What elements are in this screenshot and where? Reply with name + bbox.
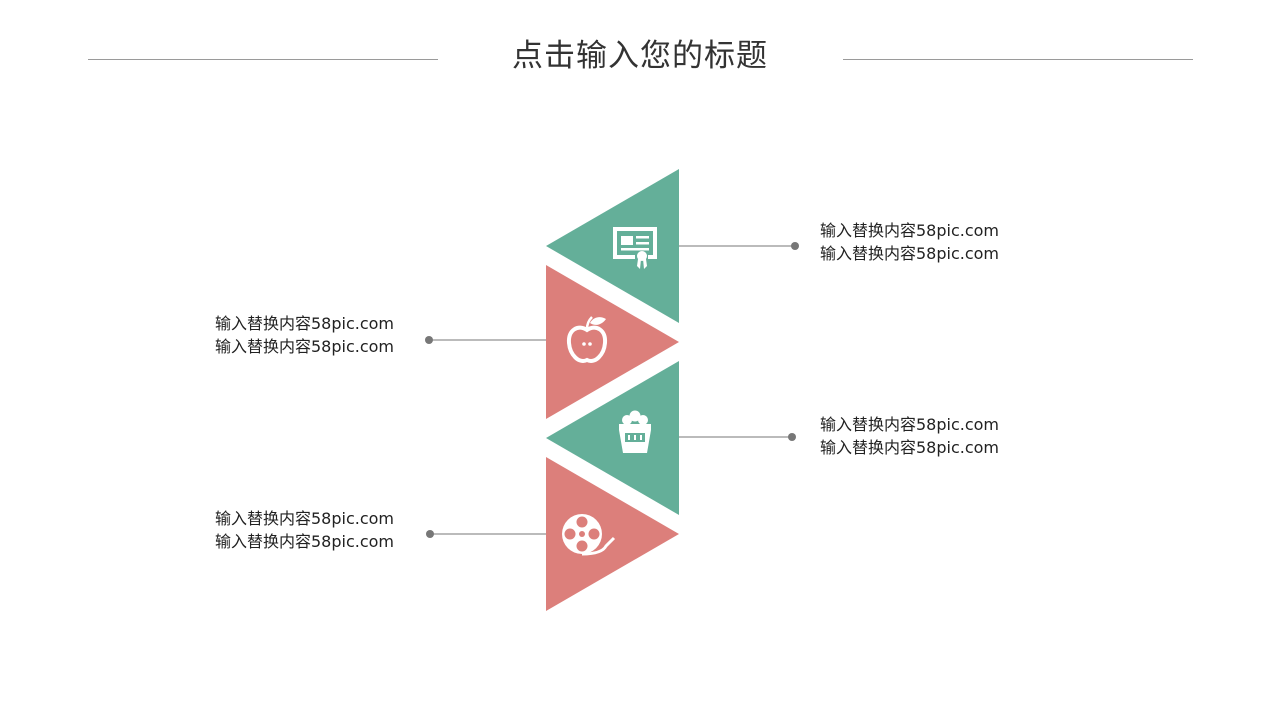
step-1-line-1: 输入替换内容58pic.com (820, 221, 1000, 240)
step-3-triangle (546, 361, 679, 515)
step-2-connector-dot (425, 336, 433, 344)
step-3-text: 输入替换内容58pic.com 输入替换内容58pic.com (820, 413, 999, 459)
step-2-text: 输入替换内容58pic.com 输入替换内容58pic.com (215, 312, 394, 358)
step-3-line-1: 输入替换内容58pic.com (820, 415, 1000, 434)
step-1 (546, 169, 799, 323)
film-reel-icon (562, 514, 616, 556)
step-2-triangle (546, 265, 679, 419)
popcorn-icon (619, 410, 651, 453)
step-1-text: 输入替换内容58pic.com 输入替换内容58pic.com (820, 219, 999, 265)
step-3-line-2: 输入替换内容58pic.com (820, 438, 1000, 457)
step-1-triangle (546, 169, 679, 323)
step-4-text: 输入替换内容58pic.com 输入替换内容58pic.com (215, 507, 394, 553)
page-title: 点击输入您的标题 (512, 38, 768, 74)
step-2-line-2: 输入替换内容58pic.com (215, 337, 395, 356)
step-4-triangle (546, 457, 679, 611)
step-1-connector-dot (791, 242, 799, 250)
apple-icon (566, 316, 608, 363)
step-1-line-2: 输入替换内容58pic.com (820, 244, 1000, 263)
title-rule-left (88, 59, 438, 60)
step-3-connector-dot (788, 433, 796, 441)
step-4 (426, 457, 679, 611)
title-rule-right (843, 59, 1193, 60)
step-4-line-2: 输入替换内容58pic.com (215, 532, 395, 551)
step-4-connector-dot (426, 530, 434, 538)
step-3 (546, 361, 796, 515)
step-2-line-1: 输入替换内容58pic.com (215, 314, 395, 333)
certificate-icon (613, 227, 657, 269)
step-2 (425, 265, 679, 419)
step-4-line-1: 输入替换内容58pic.com (215, 509, 395, 528)
